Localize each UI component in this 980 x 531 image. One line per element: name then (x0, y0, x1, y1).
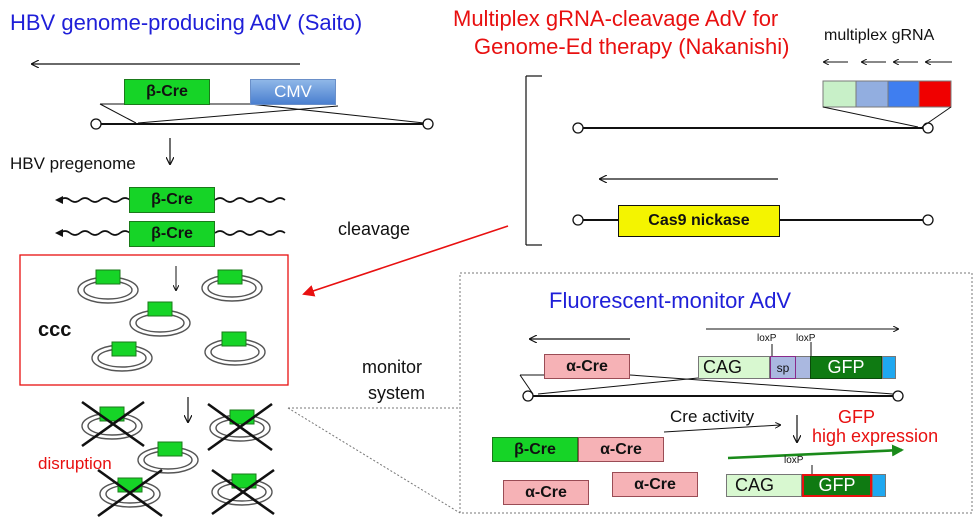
disruption-crosses (81, 400, 275, 518)
grna-block-2 (855, 80, 889, 108)
beta-cre-box-fusion: β-Cre (492, 437, 578, 462)
beta-cre-box-pregenome-1: β-Cre (129, 187, 215, 213)
alpha-cre-box-single-2: α-Cre (612, 472, 698, 497)
cag-promoter-box-recombined: CAG (726, 474, 802, 497)
cag-promoter-box: CAG (698, 356, 770, 379)
label-system: system (368, 383, 426, 403)
beta-cre-box-pregenome-2: β-Cre (129, 221, 215, 247)
alpha-cre-box-monitor: α-Cre (544, 354, 630, 379)
pregenome-wave-2 (59, 230, 131, 236)
grna-block-3 (887, 80, 920, 108)
sp-stuffer-box: sp (770, 356, 796, 379)
loxp-label-3: loxP (784, 455, 804, 466)
beta-cre-box-hbv: β-Cre (124, 79, 210, 105)
gfp-box-monitor: GFP (810, 356, 882, 379)
title-multiplex-line2: Genome-Ed therapy (Nakanishi) (474, 34, 790, 59)
label-hbv-pregenome: HBV pregenome (10, 154, 136, 173)
label-cleavage: cleavage (338, 219, 411, 239)
fluorescent-box (459, 272, 973, 514)
title-multiplex-line1: Multiplex gRNA-cleavage AdV for (453, 6, 779, 31)
hbv-end-right (422, 118, 434, 130)
polya-box-monitor (882, 356, 896, 379)
hbv-end-left (90, 118, 102, 130)
polya-box-recombined (872, 474, 886, 497)
label-monitor: monitor (362, 357, 423, 377)
label-gfp-red: GFP (838, 407, 876, 427)
grna-block-1 (822, 80, 857, 108)
pregenome-wave-1 (59, 197, 131, 203)
gfp-box-recombined: GFP (802, 474, 872, 497)
cleavage-arrow (302, 225, 509, 297)
gfp-expression-arrow (727, 444, 904, 460)
label-disruption: disruption (38, 454, 112, 473)
label-high-expression: high expression (812, 426, 939, 446)
label-multiplex-grna: multiplex gRNA (824, 27, 935, 44)
sp-spacer-box (796, 356, 810, 379)
grna-block-4 (918, 80, 952, 108)
title-hbv: HBV genome-producing AdV (Saito) (10, 10, 363, 35)
label-ccc: ccc (38, 319, 72, 341)
cmv-promoter-box: CMV (250, 79, 336, 105)
alpha-cre-box-fusion: α-Cre (578, 437, 664, 462)
title-fluorescent: Fluorescent-monitor AdV (549, 288, 792, 313)
ccc-box (19, 254, 289, 386)
cas9-nickase-box: Cas9 nickase (618, 205, 780, 237)
label-cre-activity: Cre activity (670, 407, 755, 426)
loxp-label-2: loxP (796, 333, 816, 344)
alpha-cre-box-single-1: α-Cre (503, 480, 589, 505)
loxp-label-1: loxP (757, 333, 777, 344)
